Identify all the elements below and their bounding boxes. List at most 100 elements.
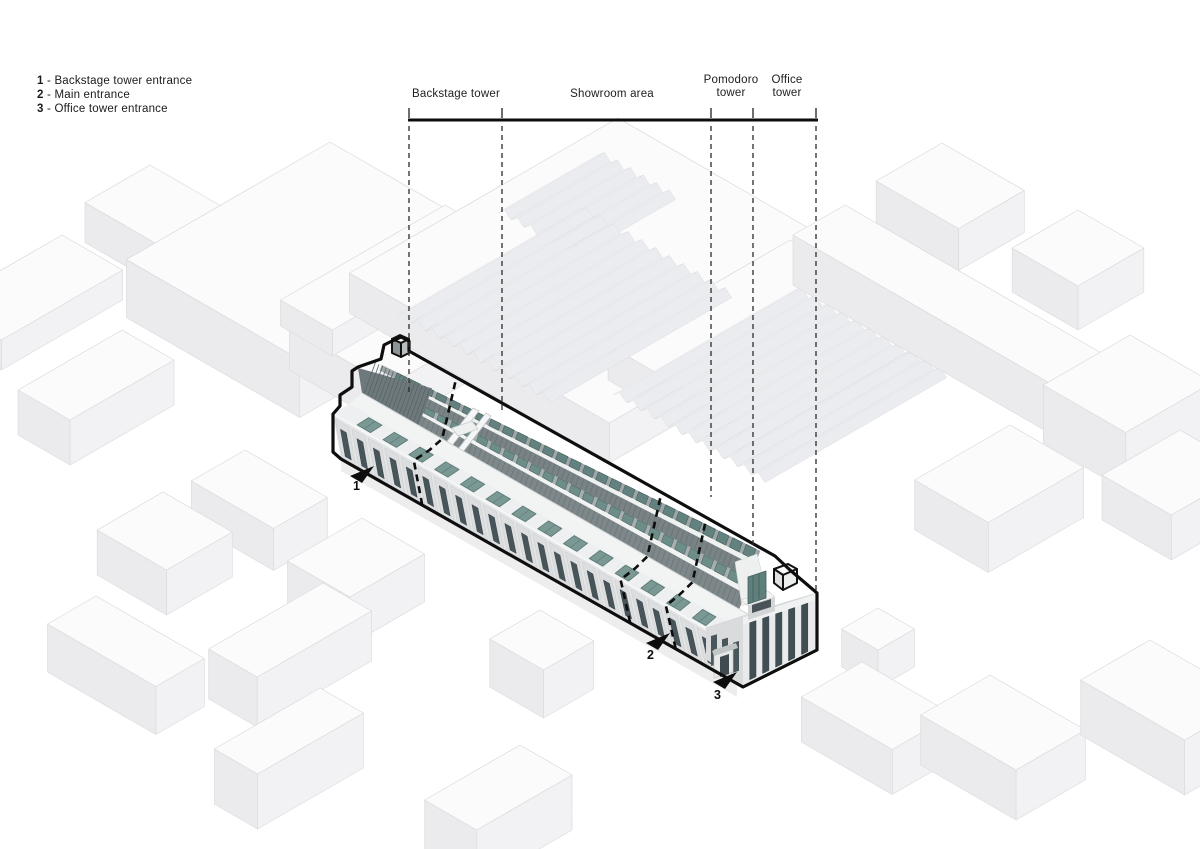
bg-sawtooth-ridge [517,159,624,228]
roof-rib [674,558,681,572]
office-tower-window [762,616,770,674]
entrance-marker-arrow [646,633,670,650]
marker-2-number: 2 [647,648,654,662]
roof-rib [622,500,628,512]
backstage-rib [402,382,416,416]
roof-rib [468,443,473,454]
roof-rib [637,537,643,551]
roof-rib [421,417,426,427]
facade-window [504,523,517,554]
roof-ridge-strip-2 [378,370,757,566]
roof-rib [580,478,585,489]
facade-window [373,447,385,479]
bg-block-roof [17,329,175,421]
backstage-rib [363,362,376,394]
glazing-segment [501,425,515,438]
entrance-marker-arrow [713,672,737,689]
glazing-segment [675,511,690,526]
bg-sawtooth-ridge [674,319,864,435]
facade-window [636,598,649,629]
roof-rib [432,402,437,411]
glazing-segment [662,504,676,519]
backstage-rib [413,387,427,422]
glazing-segment [541,445,555,458]
glazing-segment [434,392,448,404]
roof-rib [689,535,695,547]
roof-rib [669,555,676,570]
roof-rib [641,510,647,522]
roof-skylight-mullion [518,509,530,519]
roof-rib [722,552,728,565]
roof-rib [537,456,542,467]
office-tower-window [801,602,809,655]
bg-block-roof [1011,209,1145,287]
legend-number: 3 [37,103,44,115]
roof-rib [603,491,609,502]
glazing-segment [729,537,743,553]
legend-item: 2 - Main entrance [37,89,130,101]
roof-rib [557,493,563,505]
office-tower-window [749,620,757,681]
roof-rib [693,568,700,583]
bg-sawtooth-ridge [757,367,947,483]
roof-rib [575,476,580,487]
section-label-office-tower: Office tower [771,74,803,99]
roof-rib [489,432,494,441]
bg-block-roof [287,517,425,598]
roof-walkway-edge [361,392,754,618]
roof-rib [494,434,499,444]
bg-sawtooth-ridge [504,152,611,220]
roof-rib [656,518,661,529]
roof-skylight-mullion [544,524,556,533]
glazing-segment [595,471,609,485]
roof-rib [513,444,518,454]
roof-rib [504,439,508,449]
glazing-segment [674,540,688,555]
roof-rib [608,493,613,504]
roof-rib [562,495,567,508]
bg-sawtooth-ridge [744,359,934,475]
section-label-showroom-area: Showroom area [570,88,654,100]
roof-rib [599,516,605,529]
roof-rib [712,579,718,594]
roof-rib [510,467,515,478]
roof-skylight-mullion [647,583,659,593]
backstage-rib [370,366,383,398]
facade-window [471,504,484,535]
bg-block-roof [208,582,372,678]
roof-rib [713,547,718,560]
bg-sawtooth-ridge [702,335,892,451]
bg-sawtooth-ridge [688,327,878,443]
roof-bridge-deck [451,420,479,437]
roof-rib [627,503,633,514]
roof-rib [523,449,527,459]
legend: 1 - Backstage tower entrance 2 - Main en… [37,74,192,116]
roof-rib [646,513,652,524]
roof-rib [717,549,723,562]
glazing-segment [713,561,728,577]
bg-sawtooth-ridge [647,303,837,419]
section-cut-line [412,378,458,506]
roof-rib [660,550,666,564]
building-outline [331,335,819,689]
roof-rib [437,405,441,414]
bg-sawtooth-ridge [716,343,906,459]
glazing-segment [621,512,635,527]
glazing-segment [423,406,436,419]
roof-rib [688,566,695,580]
roof-rib [684,532,690,545]
backstage-rib [406,383,420,418]
backstage-rib [395,378,409,412]
roof-rib [684,563,690,578]
legend-item: 3 - Office tower entrance [37,103,168,115]
facade-window [455,494,467,526]
roof-rib [623,529,629,543]
glazing-segment [528,438,542,451]
roof-rib [533,480,539,492]
bg-block-roof [0,234,123,341]
roof-rib [589,483,594,494]
bg-block-face-sw [0,338,2,371]
roof-rib [532,454,537,464]
roof-rib [641,540,648,553]
roof-rib [538,482,544,494]
